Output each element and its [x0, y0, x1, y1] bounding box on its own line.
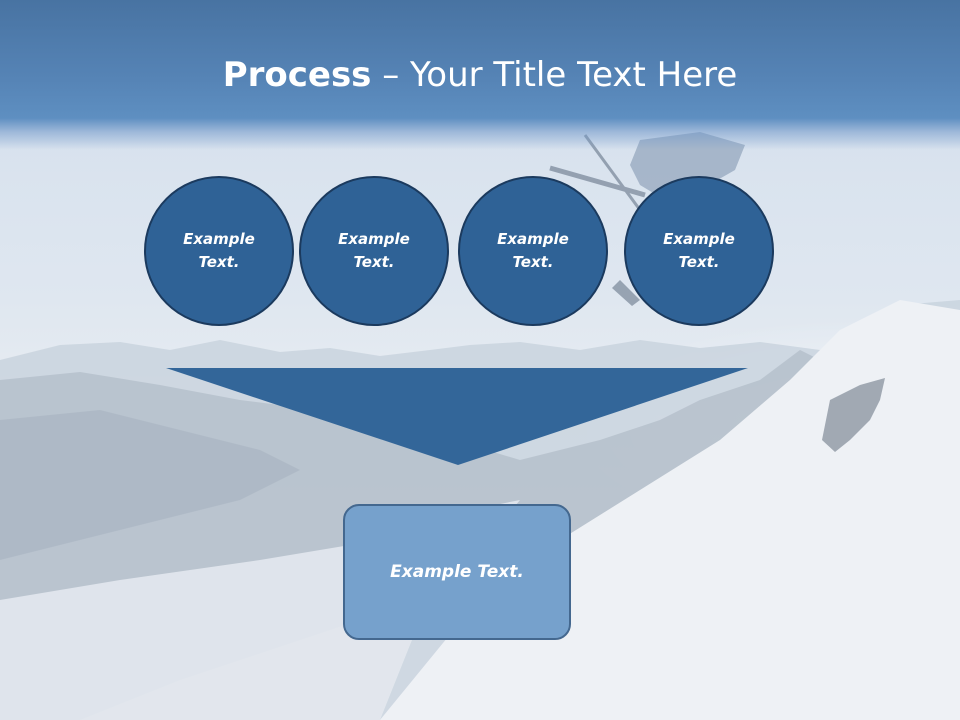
circle-text: Example Text.: [338, 230, 410, 271]
title-bold-part: Process: [222, 55, 372, 95]
process-step-circle[interactable]: Example Text.: [624, 176, 774, 326]
result-box[interactable]: Example Text.: [343, 504, 571, 640]
result-text: Example Text.: [390, 562, 524, 582]
process-step-circle[interactable]: Example Text.: [144, 176, 294, 326]
slide-title[interactable]: Process – Your Title Text Here: [0, 52, 960, 98]
circle-text: Example Text.: [183, 230, 255, 271]
funnel-triangle[interactable]: [166, 368, 748, 466]
title-band: [0, 0, 960, 150]
title-rest: – Your Title Text Here: [371, 55, 738, 95]
process-step-circle[interactable]: Example Text.: [458, 176, 608, 326]
circle-text: Example Text.: [663, 230, 735, 271]
funnel-shape: [166, 368, 748, 465]
process-step-circle[interactable]: Example Text.: [299, 176, 449, 326]
circle-text: Example Text.: [497, 230, 569, 271]
